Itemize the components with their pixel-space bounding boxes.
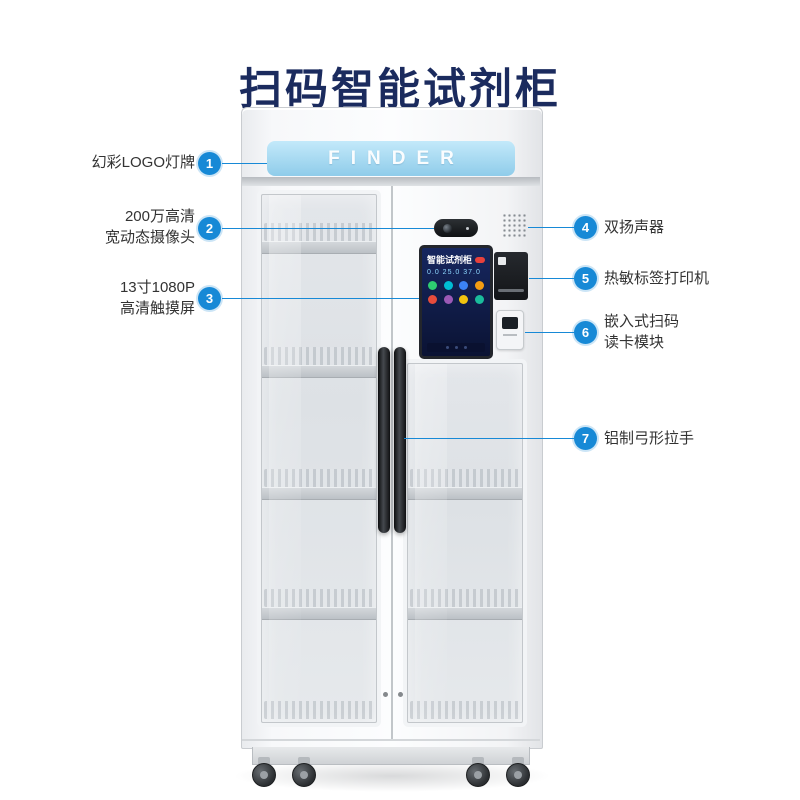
callout-line-7 (404, 438, 574, 439)
callout-line-5 (529, 278, 574, 279)
screen-app-icon[interactable] (459, 295, 469, 304)
wheel-hub-icon (474, 771, 482, 779)
screen-sensor-readouts: 0.0 25.0 37.0 (427, 269, 481, 276)
reagent-bottles-row (410, 589, 520, 607)
right-door-lock (398, 692, 403, 697)
callout-label-printer: 热敏标签打印机 (604, 270, 710, 287)
screen-app-icon[interactable] (443, 295, 453, 304)
screen-status-badge (475, 256, 485, 263)
camera-lens-icon (443, 223, 452, 233)
screen-app-icon[interactable] (443, 281, 453, 290)
callout-line-3 (222, 298, 419, 299)
reagent-bottles-row (264, 347, 374, 365)
dual-speaker-grille (502, 213, 528, 239)
caster-bracket (512, 757, 524, 766)
caster-bracket (298, 757, 310, 766)
callout-number-3: 3 (198, 287, 221, 310)
reagent-bottles-row (264, 223, 374, 241)
caster-bracket (258, 757, 270, 766)
callout-label-logo-panel: 幻彩LOGO灯牌 (91, 154, 195, 171)
page-title: 扫码智能试剂柜 (239, 65, 561, 114)
callout-label-touchscreen: 13寸1080P 高清触摸屏 (119, 279, 195, 317)
reagent-bottles-row (264, 589, 374, 607)
printer-label-outlet (498, 257, 506, 265)
shelf (408, 487, 522, 500)
callout-line-4 (528, 227, 574, 228)
callout-line-1 (222, 163, 267, 164)
nav-dot-icon (445, 346, 449, 349)
caster-wheel (466, 763, 490, 787)
left-door-glass (261, 194, 377, 723)
screen-app-icon[interactable] (474, 281, 484, 290)
screen-app-icon[interactable] (428, 281, 438, 290)
left-door-lock (383, 692, 388, 697)
caster-wheel (252, 763, 276, 787)
reagent-bottles-row (410, 469, 520, 487)
screen-app-icon[interactable] (428, 295, 438, 304)
scan-card-reader-module[interactable] (496, 310, 524, 350)
callout-label-camera: 200万高清 宽动态摄像头 (104, 208, 195, 246)
right-door-glass (407, 363, 523, 723)
logo-light-panel: FINDER (267, 141, 515, 176)
cabinet-base (252, 747, 530, 765)
right-door-handle[interactable] (394, 347, 406, 533)
screen-app-grid[interactable] (427, 281, 485, 304)
callout-number-6: 6 (574, 321, 597, 344)
printer-slot (498, 289, 524, 292)
nav-dot-icon (454, 346, 458, 349)
shelf (262, 607, 376, 620)
callout-line-2 (222, 228, 434, 229)
left-door-handle[interactable] (378, 347, 390, 533)
ground-shadow (232, 760, 552, 792)
wide-dynamic-camera (434, 219, 478, 237)
nav-dot-icon (463, 346, 467, 349)
callout-label-card-reader: 嵌入式扫码 读卡模块 (604, 313, 680, 351)
door-divider (391, 186, 393, 740)
reader-slot (503, 334, 517, 336)
reagent-bottles-row (410, 701, 520, 719)
caster-wheel (292, 763, 316, 787)
screen-title-text: 智能试剂柜 (427, 255, 473, 265)
touchscreen[interactable]: 智能试剂柜 0.0 25.0 37.0 (419, 245, 493, 359)
shelf (262, 487, 376, 500)
screen-title: 智能试剂柜 (427, 253, 485, 266)
callout-line-6 (525, 332, 574, 333)
callout-number-2: 2 (198, 217, 221, 240)
camera-indicator-icon (466, 226, 469, 230)
caster-bracket (472, 757, 484, 766)
shelf (262, 241, 376, 254)
shelf (408, 607, 522, 620)
thermal-label-printer (494, 252, 528, 300)
callout-number-5: 5 (574, 267, 597, 290)
reagent-bottles-row (264, 701, 374, 719)
screen-navbar (427, 343, 485, 352)
caster-wheel (506, 763, 530, 787)
wheel-hub-icon (260, 771, 268, 779)
door-bottom-seam (242, 739, 540, 741)
callout-label-speakers: 双扬声器 (604, 219, 665, 236)
cabinet-top-recess (242, 177, 540, 186)
screen-app-icon[interactable] (474, 295, 484, 304)
callout-number-1: 1 (198, 152, 221, 175)
callout-label-handle: 铝制弓形拉手 (604, 430, 695, 447)
wheel-hub-icon (300, 771, 308, 779)
brand-logo: FINDER (328, 147, 465, 169)
wheel-hub-icon (514, 771, 522, 779)
callout-number-4: 4 (574, 216, 597, 239)
callout-number-7: 7 (574, 427, 597, 450)
screen-app-icon[interactable] (459, 281, 469, 290)
reader-screen (502, 317, 518, 329)
reagent-bottles-row (264, 469, 374, 487)
shelf (262, 365, 376, 378)
